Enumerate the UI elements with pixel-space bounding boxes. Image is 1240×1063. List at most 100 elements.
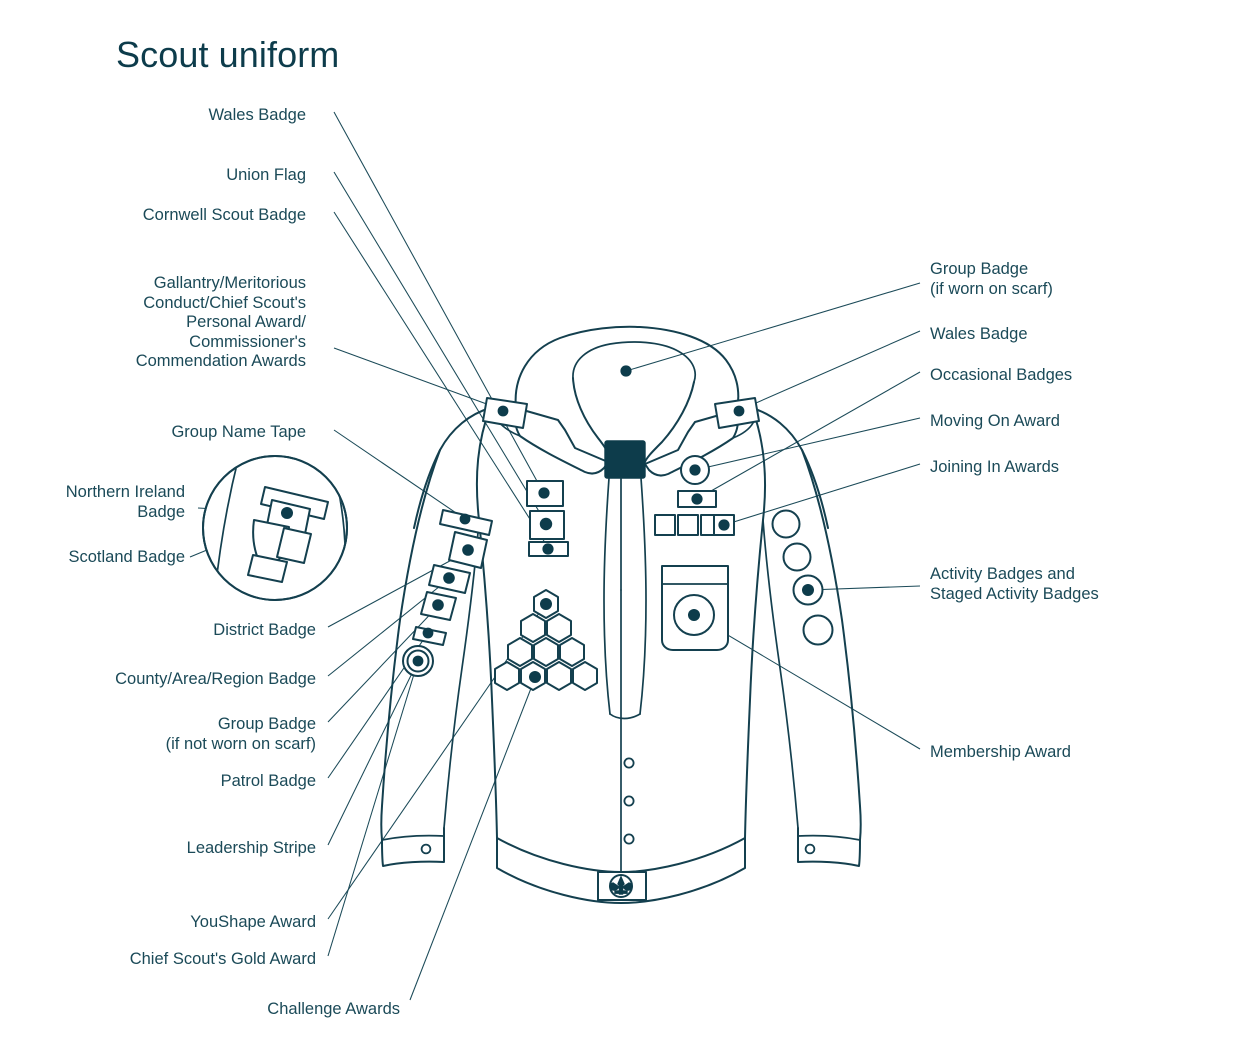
badge-patrol[interactable] [412, 626, 447, 646]
badge-group-not-scarf[interactable] [420, 591, 457, 621]
shirt-right-sleeve-inner [762, 519, 799, 829]
leader-wales-badge [333, 111, 544, 493]
scout-fleur-de-lis-icon [609, 875, 633, 895]
neckerchief-tail-right [639, 477, 647, 715]
hexagon-r2-c1[interactable] [520, 613, 546, 643]
shirt-pocket[interactable] [661, 565, 729, 651]
magnifier-badge-extra-2 [247, 554, 288, 583]
collar-left-wing [514, 407, 609, 475]
label-gallantry-awards: Gallantry/Meritorious Conduct/Chief Scou… [135, 274, 306, 370]
shirt-button-2 [623, 795, 635, 807]
challenge-award-hexagons [494, 589, 598, 691]
label-group-badge-scarf: Group Badge (if worn on scarf) [930, 260, 1053, 298]
magnifier-group-name-tape [260, 486, 329, 520]
hexagon-r3-c2[interactable] [533, 637, 559, 667]
badge-district-marker [462, 544, 474, 556]
badge-moving-on-award[interactable] [680, 455, 710, 485]
shirt-left-cuff-button [420, 843, 432, 855]
badge-wales[interactable] [526, 480, 564, 507]
badge-wales-marker [538, 487, 550, 499]
activity-badge-3[interactable] [792, 574, 824, 606]
group-badge-scarf-marker [620, 365, 632, 377]
label-moving-on-award: Moving On Award [930, 412, 1060, 430]
shirt-left-cuff-crease [381, 834, 445, 841]
badge-challenge-awards-marker [529, 671, 541, 683]
neckerchief-tail-left [603, 477, 611, 715]
badge-occasional-marker [691, 493, 703, 505]
leader-group-badge-scarf [625, 282, 921, 372]
badge-district[interactable] [448, 531, 488, 569]
badge-membership-marker [688, 609, 700, 621]
label-activity-badges: Activity Badges and Staged Activity Badg… [930, 565, 1099, 603]
left-epaulette-badge[interactable] [482, 397, 528, 429]
label-group-name-tape: Group Name Tape [171, 423, 306, 441]
magnifier-detail [202, 455, 348, 601]
hexagon-r3-c1[interactable] [507, 637, 533, 667]
hexagon-r2-c2[interactable] [546, 613, 572, 643]
badge-county-area-region-marker [443, 572, 455, 584]
leader-gallantry-awards [333, 347, 504, 411]
label-group-badge-not-scarf: Group Badge (if not worn on scarf) [165, 715, 316, 753]
leader-membership-award [693, 614, 921, 750]
shirt-right-cuff-button [804, 843, 816, 855]
label-union-flag: Union Flag [226, 166, 306, 184]
hexagon-r4-c3[interactable] [546, 661, 572, 691]
label-district-badge: District Badge [213, 621, 316, 639]
badge-leadership-stripe[interactable] [402, 645, 434, 677]
leader-wales-badge-right [739, 330, 921, 411]
activity-badge-4[interactable] [802, 614, 834, 646]
badge-group-name-tape-marker [459, 513, 471, 525]
neckerchief-woggle [604, 440, 646, 479]
magnifier-northern-ireland-marker [281, 507, 293, 519]
shirt-button-3 [623, 833, 635, 845]
badge-patrol-marker [422, 627, 434, 639]
leader-moving-on-award [694, 417, 921, 471]
label-cornwell-scout-badge: Cornwell Scout Badge [142, 206, 306, 224]
badge-county-area-region[interactable] [428, 564, 471, 594]
shirt-left-torso-edge [475, 407, 498, 839]
neckerchief-outer-fold [514, 325, 740, 411]
shirt-right-cuff-crease [797, 834, 861, 841]
badge-union-flag[interactable] [529, 510, 565, 540]
shirt-right-sleeve-outer [801, 449, 862, 841]
leader-joining-in-awards [723, 463, 921, 526]
neckerchief-inner-fold [572, 341, 696, 383]
shirt-right-cuff [796, 827, 861, 867]
belt-buckle[interactable] [597, 871, 647, 901]
neckerchief-right-drape [643, 381, 695, 465]
leader-occasional-badges [696, 371, 921, 500]
badges-joining-in[interactable] [654, 514, 735, 536]
shirt-left-sleeve-outer [380, 449, 441, 841]
right-epaulette-badge[interactable] [714, 397, 760, 429]
shirt-left-cuff [381, 827, 445, 867]
epaulette-badges [482, 397, 760, 429]
badges-joining-in-marker [718, 519, 730, 531]
hexagon-r4-c1[interactable] [494, 661, 520, 691]
label-northern-ireland-badge: Northern Ireland Badge [65, 483, 185, 521]
activity-badge-1[interactable] [771, 509, 801, 539]
hexagon-r3-c3[interactable] [559, 637, 585, 667]
badge-cornwell-scout[interactable] [528, 541, 569, 557]
label-chief-scouts-gold: Chief Scout's Gold Award [129, 950, 316, 968]
label-leadership-stripe: Leadership Stripe [186, 839, 316, 857]
hexagon-r4-c4[interactable] [572, 661, 598, 691]
badge-occasional[interactable] [677, 490, 717, 508]
badge-leadership-stripe-marker [412, 655, 424, 667]
label-county-area-region: County/Area/Region Badge [115, 670, 316, 688]
leader-district-badge [327, 549, 471, 628]
activity-badge-2[interactable] [782, 542, 812, 572]
right-sleeve-activity-badges [771, 509, 834, 646]
label-challenge-awards: Challenge Awards [267, 1000, 400, 1018]
badge-group-name-tape[interactable] [439, 509, 493, 536]
left-epaulette-badge-marker [497, 405, 509, 417]
leader-union-flag [333, 171, 547, 524]
label-patrol-badge: Patrol Badge [220, 772, 316, 790]
neckerchief-tail-hem [609, 713, 641, 720]
badge-group-not-scarf-marker [432, 599, 444, 611]
magnifier-badge-extra-1 [276, 527, 312, 564]
label-occasional-badges: Occasional Badges [930, 366, 1073, 384]
leader-lines-right [625, 282, 921, 750]
magnifier-circle-stroke [202, 455, 348, 601]
